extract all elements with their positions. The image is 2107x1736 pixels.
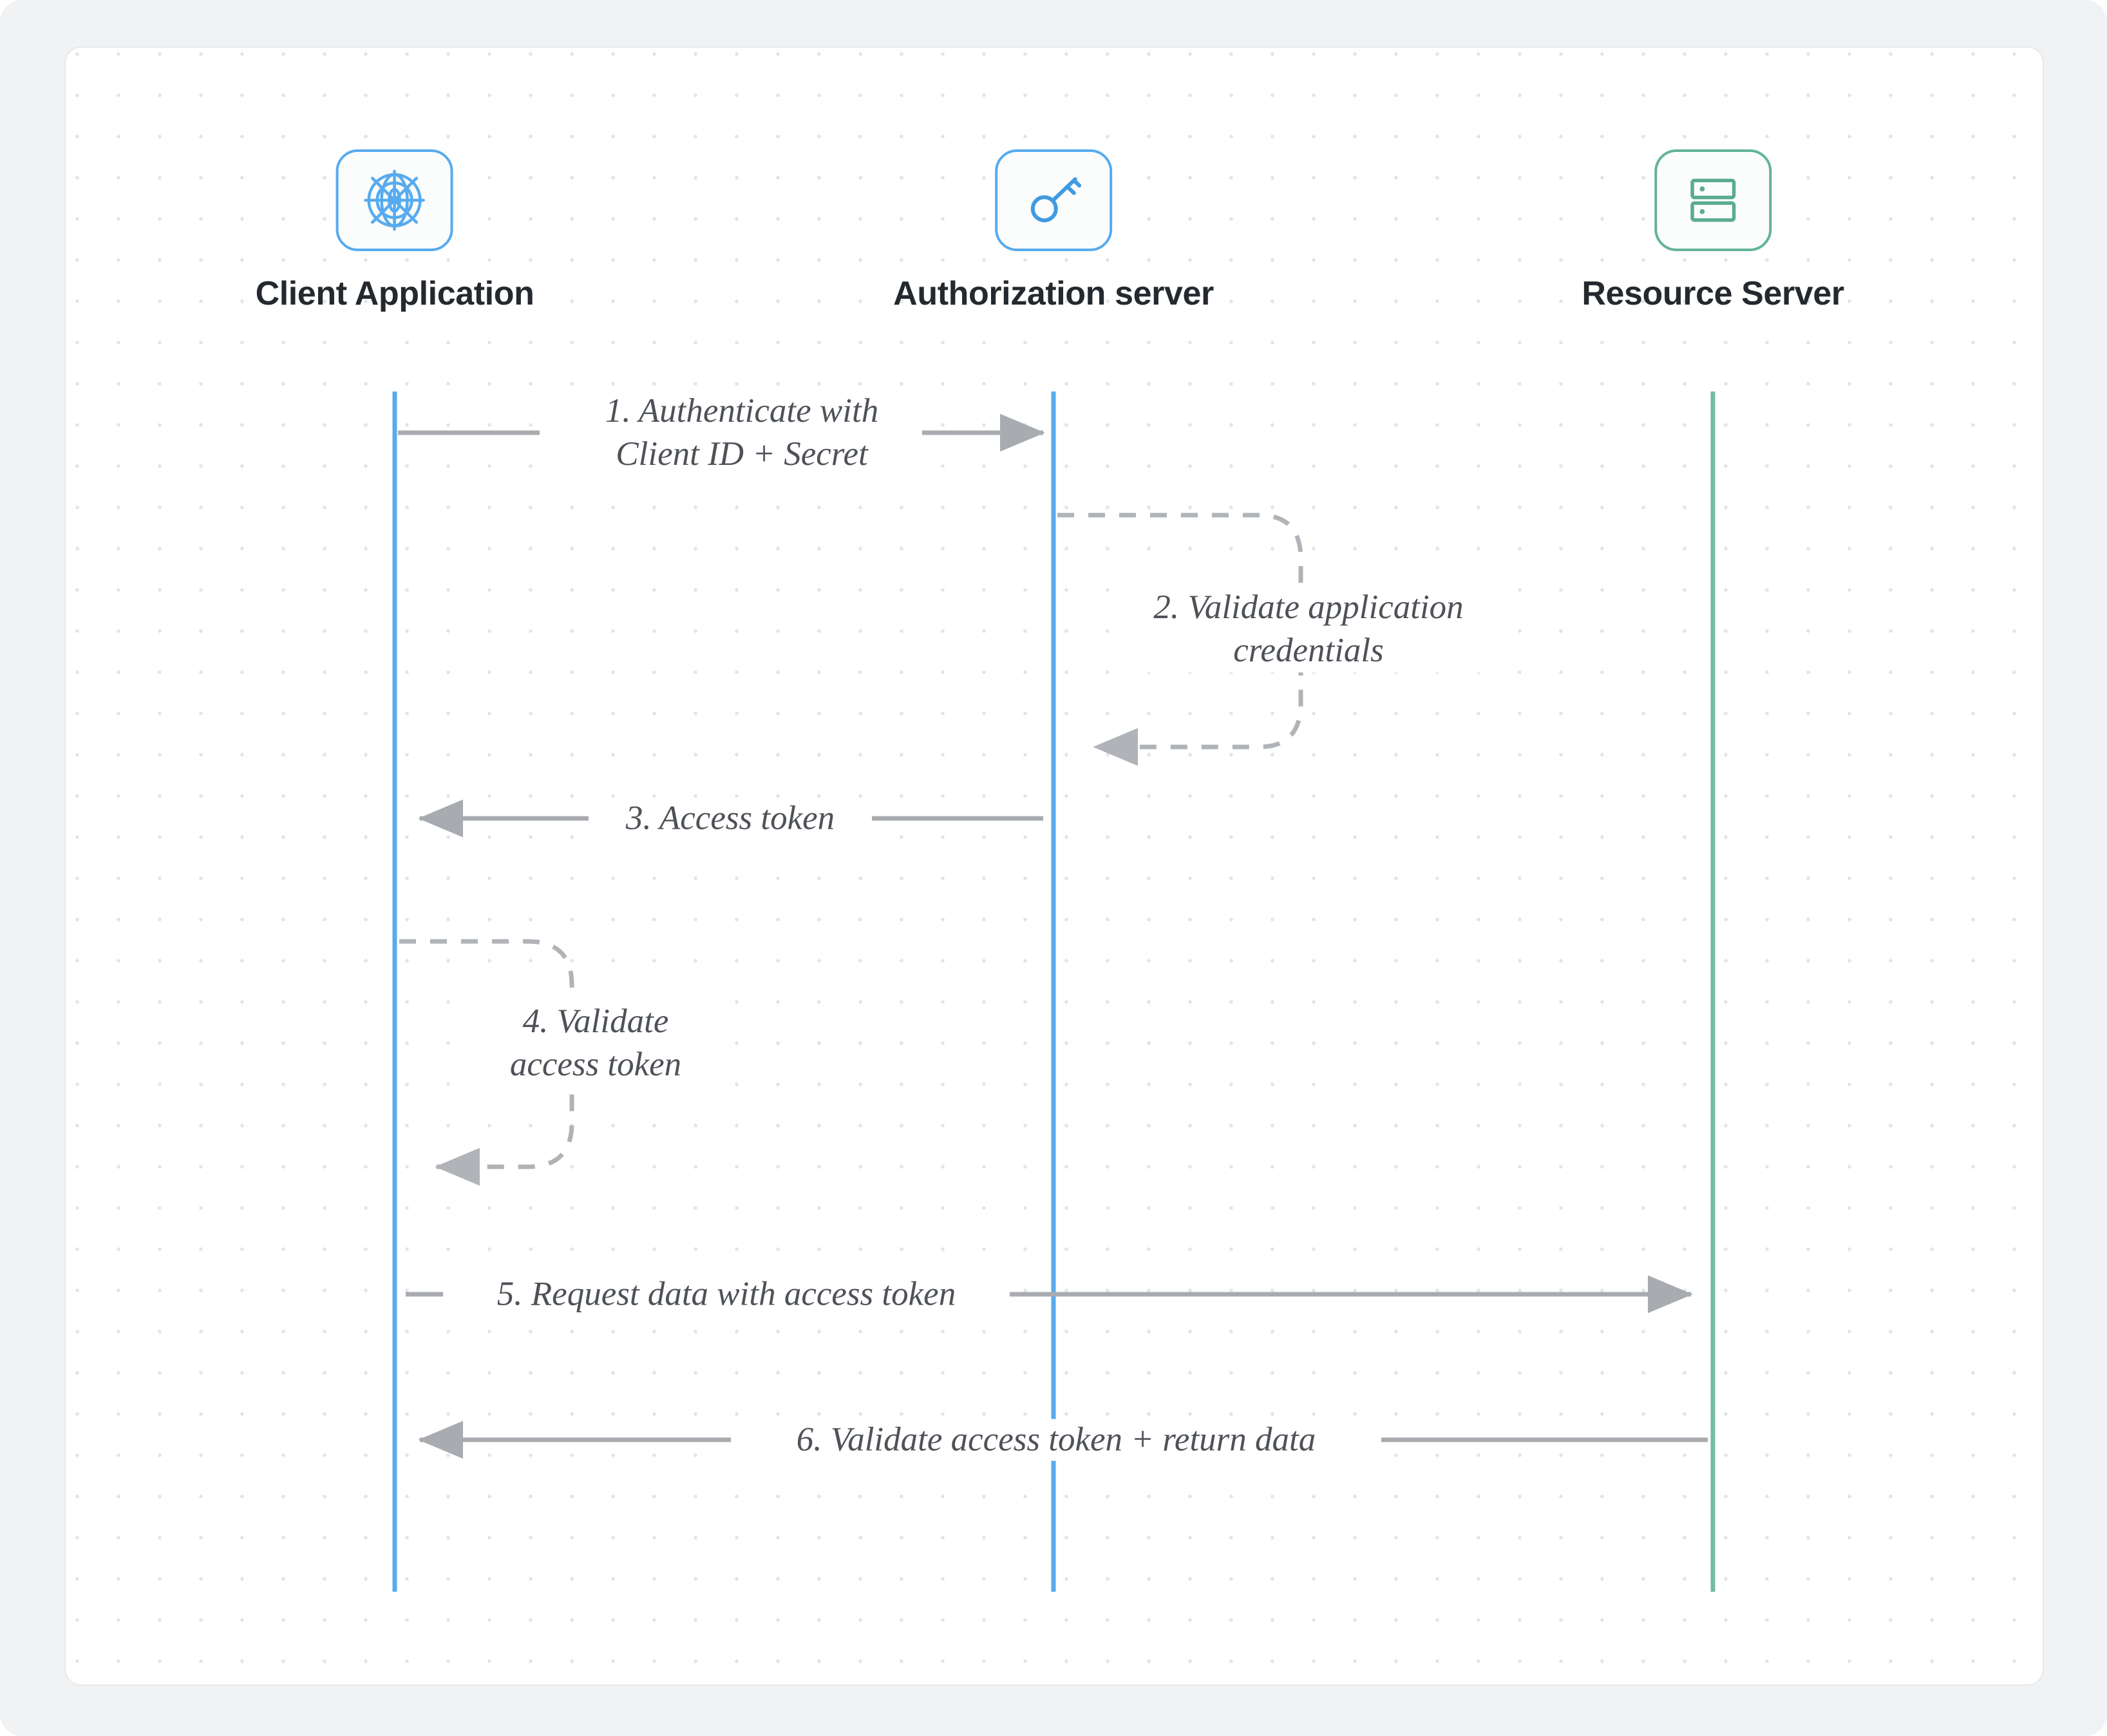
participant-authserver[interactable]: Authorization server [893,149,1214,313]
message-label-4: 4. Validate access token [473,1000,718,1086]
participant-client[interactable]: Client Application [256,149,534,313]
message-label-1: 1. Authenticate with Client ID + Secret [562,390,922,476]
participant-label-resourceserver: Resource Server [1582,275,1844,312]
message-label-5: 5. Request data with access token [443,1273,1010,1316]
participant-resourceserver[interactable]: Resource Server [1582,149,1844,313]
message-label-2: 2. Validate application credentials [1109,586,1508,672]
message-label-6: 6. Validate access token + return data [731,1419,1381,1461]
key-icon [995,149,1112,251]
participant-label-client: Client Application [255,275,534,312]
server-stack-icon [1654,149,1772,251]
participant-label-authserver: Authorization server [893,275,1214,312]
globe-network-icon [336,149,453,251]
message-label-3: 3. Access token [589,797,872,840]
